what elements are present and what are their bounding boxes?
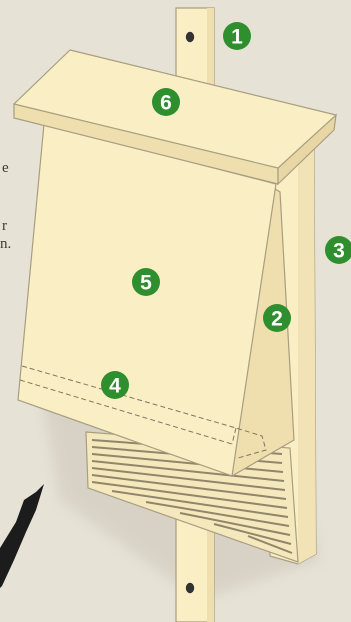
- badge-part-4: 4: [101, 371, 129, 399]
- badge-part-5: 5: [132, 268, 160, 296]
- badge-part-2: 2: [263, 304, 291, 332]
- svg-text:5: 5: [140, 272, 152, 295]
- badge-part-6: 6: [152, 88, 180, 116]
- badge-part-1: 1: [223, 22, 251, 50]
- bat-wing-icon: [0, 484, 44, 588]
- svg-text:3: 3: [333, 240, 345, 263]
- badge-part-3: 3: [325, 236, 351, 264]
- svg-text:4: 4: [109, 375, 121, 398]
- svg-text:6: 6: [160, 92, 172, 115]
- mounting-hole-icon: [186, 583, 194, 593]
- svg-text:2: 2: [271, 308, 283, 331]
- mounting-hole-icon: [186, 32, 194, 42]
- svg-text:1: 1: [231, 26, 243, 49]
- back-board-side: [298, 150, 316, 564]
